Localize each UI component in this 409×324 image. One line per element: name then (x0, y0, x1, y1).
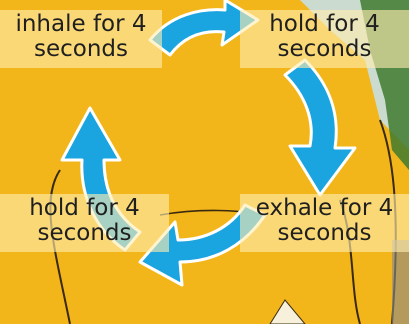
step-text-line2: seconds (240, 221, 409, 246)
step-inhale-label: inhale for 4 seconds (0, 10, 162, 68)
step-text-line2: seconds (0, 37, 162, 62)
step-hold-bottom-label: hold for 4 seconds (0, 194, 169, 252)
step-text-line1: hold for 4 (240, 12, 409, 37)
step-text-line1: exhale for 4 (240, 196, 409, 221)
step-exhale-label: exhale for 4 seconds (240, 194, 409, 252)
step-text-line2: seconds (0, 221, 169, 246)
step-text-line1: hold for 4 (0, 196, 169, 221)
step-text-line2: seconds (240, 37, 409, 62)
step-text-line1: inhale for 4 (0, 12, 162, 37)
step-hold-top-label: hold for 4 seconds (240, 10, 409, 68)
